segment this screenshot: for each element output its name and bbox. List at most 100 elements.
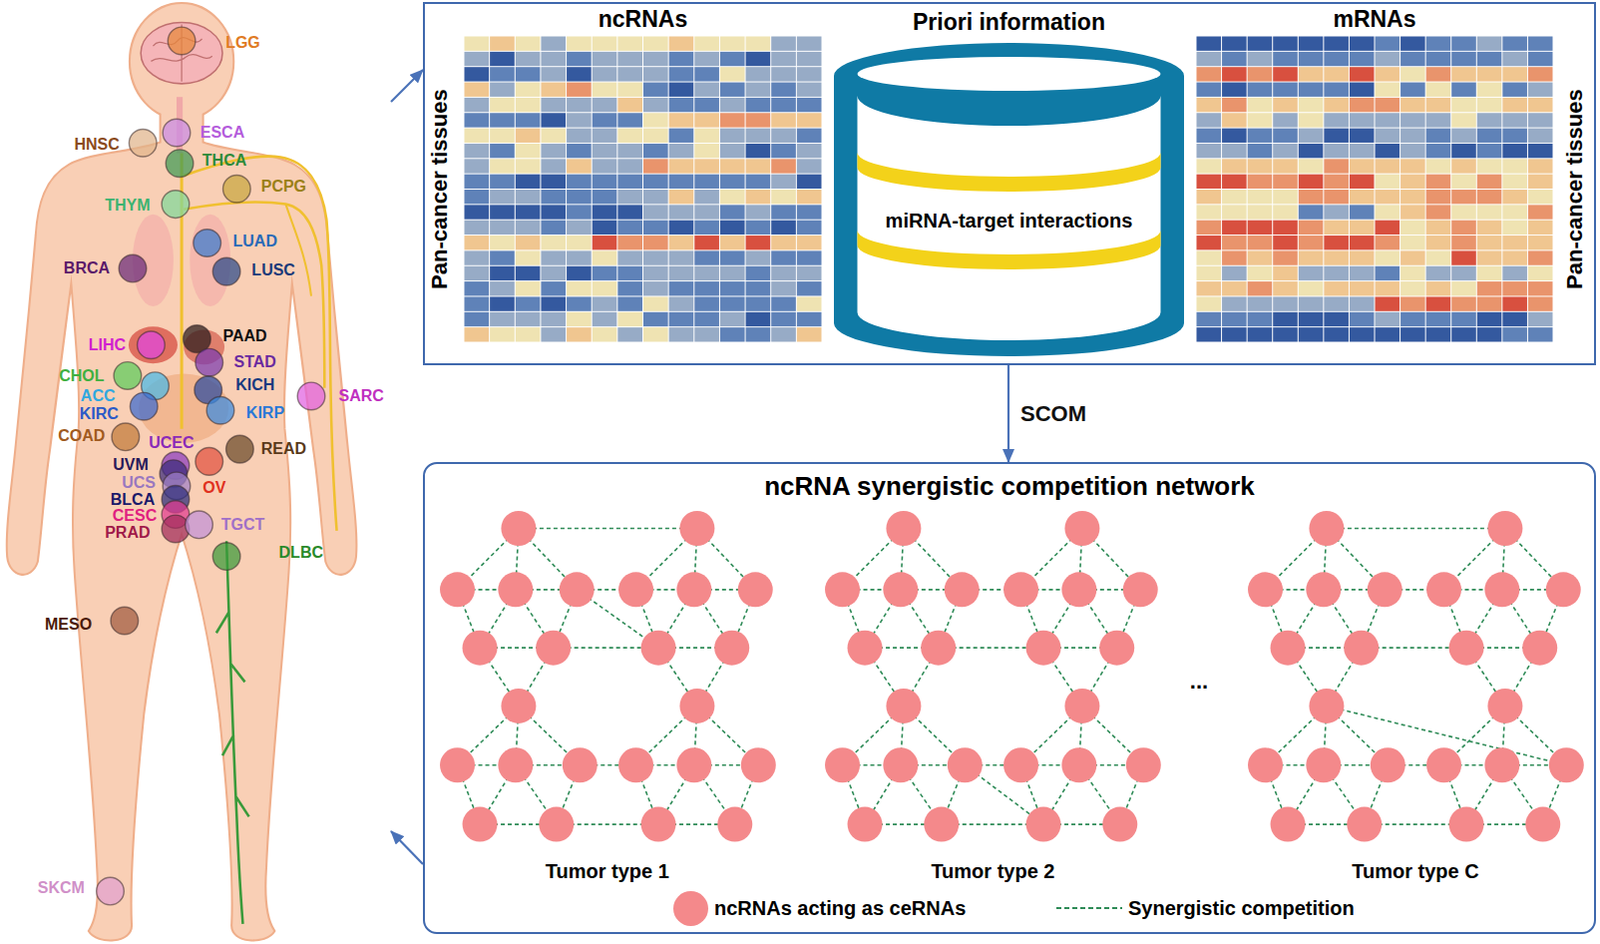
network-panel: ncRNA synergistic competition networkTum… xyxy=(422,461,1597,934)
heatmap-cell xyxy=(746,82,772,97)
heatmap-cell xyxy=(1400,158,1426,173)
heatmap-cell xyxy=(1477,266,1503,281)
ncrna-node xyxy=(1065,510,1101,546)
heatmap-cell xyxy=(540,158,566,173)
brain-folds xyxy=(150,24,212,82)
heatmap-cell xyxy=(1426,128,1452,143)
heatmap-cell xyxy=(1247,36,1273,51)
heatmap-cell xyxy=(720,327,746,342)
heatmap-cell xyxy=(1375,112,1401,127)
tumor-site-markers xyxy=(96,26,326,905)
heatmap-cell xyxy=(746,174,772,189)
heatmap-cell xyxy=(669,327,695,342)
heatmap-cell xyxy=(489,128,515,143)
heatmap-cell xyxy=(797,220,822,235)
panel-heading: ncRNA synergistic competition network xyxy=(424,471,1595,502)
ncrna-node xyxy=(640,806,676,842)
heatmap-cell xyxy=(464,235,490,250)
body-outline xyxy=(7,106,182,939)
heatmap-cell xyxy=(592,189,618,204)
heatmap-cell xyxy=(643,158,669,173)
ncrna-node xyxy=(1065,688,1101,724)
brain xyxy=(140,22,223,84)
ncrna-node xyxy=(1247,572,1283,608)
heatmap-cell xyxy=(1272,158,1298,173)
heatmap-cell xyxy=(1400,327,1426,342)
heatmap-cell xyxy=(1349,189,1375,204)
heatmap-cell xyxy=(1247,158,1273,173)
heatmap-cell xyxy=(566,51,592,66)
heatmap-cell xyxy=(540,266,566,281)
heatmap-cell xyxy=(1528,220,1554,235)
cylinder-top-opening xyxy=(857,56,1162,91)
heatmap-cell xyxy=(489,97,515,112)
heatmap-cell xyxy=(771,36,797,51)
heatmap-cell xyxy=(669,82,695,97)
heatmap-cell xyxy=(1323,220,1349,235)
heatmap-cell xyxy=(464,296,490,311)
network-caption: Tumor type 1 xyxy=(433,859,782,883)
heatmap-cell xyxy=(797,112,822,127)
heatmap-cell xyxy=(1221,189,1247,204)
heatmap-cell xyxy=(592,158,618,173)
heatmap-cell xyxy=(566,128,592,143)
heatmap-cell xyxy=(1528,204,1554,219)
ncrna-node xyxy=(640,630,676,666)
heatmap-cell xyxy=(1323,312,1349,327)
heatmap-cell xyxy=(1375,143,1401,158)
tumor-network: Tumor type 1 xyxy=(433,507,782,891)
heatmap-cell xyxy=(1272,327,1298,342)
legend-swatch xyxy=(673,890,709,926)
heatmap-cell xyxy=(1247,266,1273,281)
heatmap-cell xyxy=(540,174,566,189)
heatmap-cell xyxy=(1323,143,1349,158)
ncrna-node xyxy=(461,806,497,842)
heatmap-cell xyxy=(489,158,515,173)
heatmap-cell xyxy=(746,327,772,342)
heatmap-cell xyxy=(1247,281,1273,296)
heatmap-cell xyxy=(1247,82,1273,97)
heatmap-cell xyxy=(1477,281,1503,296)
heatmap-cell xyxy=(1375,82,1401,97)
legend-dashed-line xyxy=(1056,906,1123,909)
heatmap-cell xyxy=(1426,189,1452,204)
heatmap-cell xyxy=(694,82,720,97)
network-graph xyxy=(433,507,782,891)
ncrna-node xyxy=(883,572,919,608)
heatmap-cell xyxy=(1375,51,1401,66)
heatmap-cell xyxy=(515,174,541,189)
ncrna-node xyxy=(562,748,598,784)
ncrna-node xyxy=(717,806,753,842)
heatmap-cell xyxy=(1247,235,1273,250)
heatmap-cell xyxy=(1349,266,1375,281)
heatmap-cell xyxy=(617,189,643,204)
ncrna-node xyxy=(886,510,922,546)
heatmap-cell xyxy=(1400,174,1426,189)
heatmap-cell xyxy=(1323,66,1349,81)
heatmap-cell xyxy=(746,36,772,51)
heatmap-cell xyxy=(1477,51,1503,66)
heatmap-cell xyxy=(1528,266,1554,281)
heatmap-cell xyxy=(1528,296,1554,311)
heatmap-cell xyxy=(1298,266,1324,281)
heatmap-cell xyxy=(1298,174,1324,189)
heatmap-cell xyxy=(1477,174,1503,189)
ncrna-node xyxy=(883,748,919,784)
heatmap-cell xyxy=(1221,281,1247,296)
heatmap-cell xyxy=(1272,220,1298,235)
heatmap-cell xyxy=(746,158,772,173)
ncrna-node xyxy=(1062,748,1098,784)
heatmap-cell xyxy=(643,281,669,296)
heatmap-cell xyxy=(771,158,797,173)
heatmap-cell xyxy=(464,128,490,143)
heatmap-cell xyxy=(1528,36,1554,51)
heatmap-cell xyxy=(1272,235,1298,250)
heatmap-cell xyxy=(1375,97,1401,112)
heatmap-cell xyxy=(771,235,797,250)
ncrna-node xyxy=(1026,806,1062,842)
heatmap-cell xyxy=(1349,128,1375,143)
heatmap-cell xyxy=(540,66,566,81)
heatmap-cell xyxy=(1272,112,1298,127)
heatmap-cell xyxy=(720,51,746,66)
cylinder-band xyxy=(857,152,1162,192)
